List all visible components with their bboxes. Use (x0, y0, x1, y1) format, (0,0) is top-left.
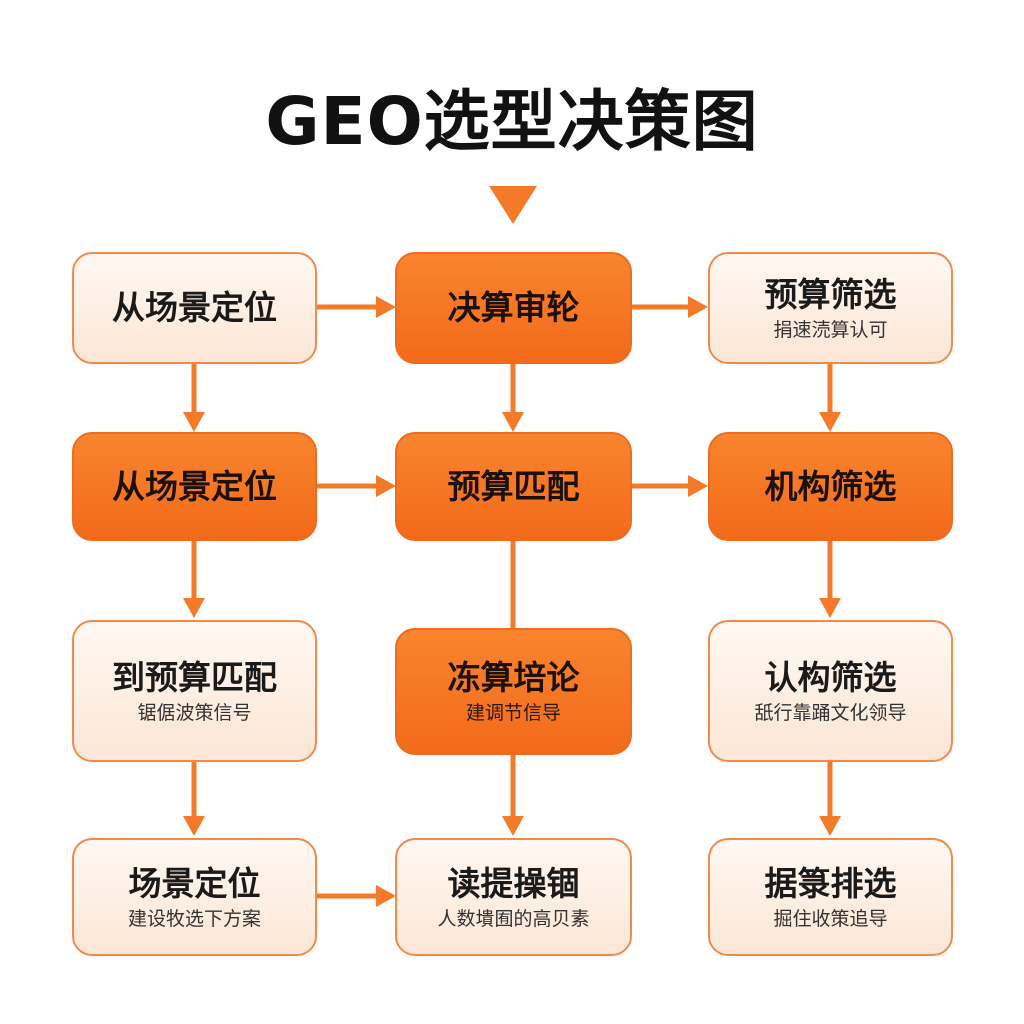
node-r1c1: 从场景定位 (72, 252, 317, 364)
node-label: 从场景定位 (112, 288, 277, 328)
node-r3c3: 认构筛选 舐行靠踊文化领导 (708, 620, 953, 762)
node-r2c1: 从场景定位 (72, 432, 317, 541)
node-label: 机构筛选 (764, 466, 897, 506)
node-r4c3: 据箓排选 掘住收策追导 (708, 838, 953, 956)
arrowhead-icon (376, 885, 396, 907)
arrowhead-icon (688, 475, 708, 497)
node-sublabel: 舐行靠踊文化领导 (754, 701, 907, 724)
node-label: 决算审轮 (447, 288, 580, 328)
node-label: 读提操锢 (447, 863, 580, 903)
node-label: 据箓排选 (764, 863, 897, 903)
node-sublabel: 掘住收策追导 (773, 907, 888, 930)
node-sublabel: 锯倨波策信号 (137, 701, 252, 724)
arrowhead-icon (819, 816, 841, 836)
arrowhead-icon (502, 412, 524, 432)
node-r2c3: 机构筛选 (708, 432, 953, 541)
node-sublabel: 建设牧选下方案 (127, 907, 261, 930)
arrowhead-icon (502, 816, 524, 836)
node-label: 预算筛选 (764, 274, 897, 314)
node-label: 预算匹配 (447, 466, 580, 506)
arrowhead-icon (688, 296, 708, 318)
node-r1c2: 决算审轮 (395, 252, 632, 364)
node-r4c2: 读提操锢 人数墤囿的高贝素 (395, 838, 632, 956)
node-r3c1: 到预算匹配 锯倨波策信号 (72, 620, 317, 762)
arrowhead-icon (819, 598, 841, 618)
node-r3c2: 冻算培论 建调节信导 (395, 628, 632, 755)
arrowhead-icon (376, 296, 396, 318)
node-sublabel: 捐速涜算认可 (773, 318, 888, 341)
node-r1c3: 预算筛选 捐速涜算认可 (708, 252, 953, 364)
node-r4c1: 场景定位 建设牧选下方案 (72, 838, 317, 956)
start-arrow-icon (489, 186, 537, 224)
node-label: 到预算匹配 (112, 657, 277, 697)
node-label: 认构筛选 (764, 657, 897, 697)
node-sublabel: 人数墤囿的高贝素 (437, 907, 590, 930)
diagram-title: GEO选型决策图 (265, 83, 759, 160)
node-label: 场景定位 (128, 863, 261, 903)
node-r2c2: 预算匹配 (395, 432, 632, 541)
node-label: 冻算培论 (447, 658, 580, 698)
arrowhead-icon (183, 598, 205, 618)
node-label: 从场景定位 (112, 466, 277, 506)
arrowhead-icon (183, 816, 205, 836)
arrowhead-icon (183, 412, 205, 432)
arrowhead-icon (376, 475, 396, 497)
arrowhead-icon (819, 412, 841, 432)
node-sublabel: 建调节信导 (465, 702, 561, 725)
